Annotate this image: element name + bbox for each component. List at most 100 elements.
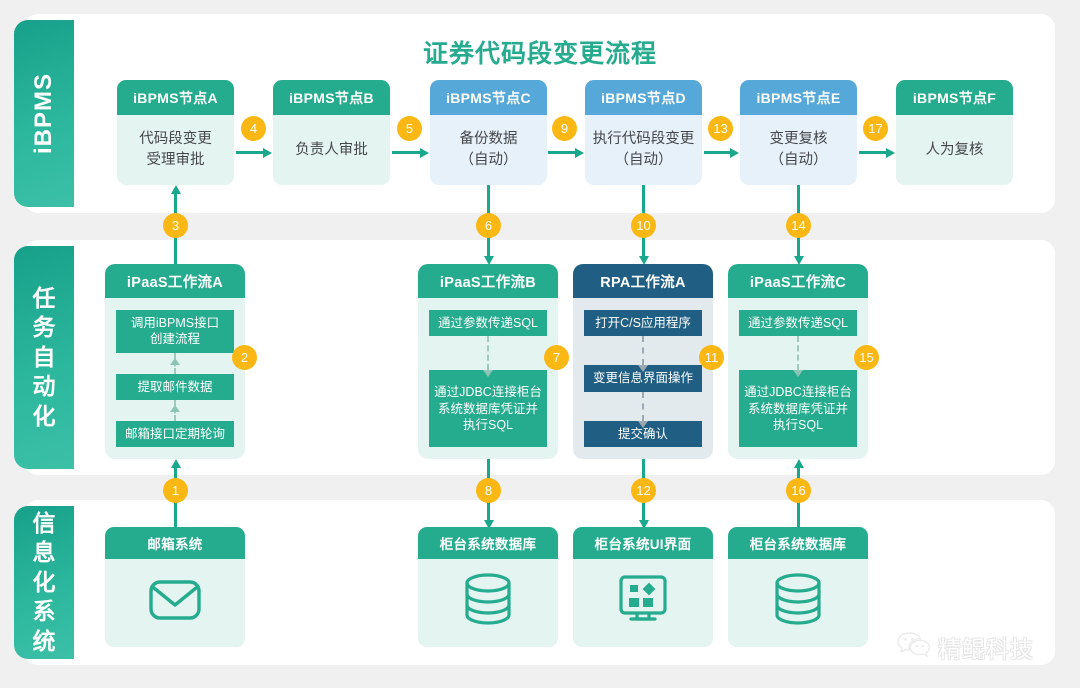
ibpms-node-d[interactable]: iBPMS节点D 执行代码段变更（自动） <box>585 80 702 185</box>
workflow-step[interactable]: 通过JDBC连接柜台系统数据库凭证并执行SQL <box>739 370 857 447</box>
workflow-step[interactable]: 提取邮件数据 <box>116 373 234 400</box>
arrowhead-c-to-d <box>575 147 584 158</box>
database-icon <box>460 572 516 634</box>
badge-2: 2 <box>232 345 257 370</box>
workflow-step[interactable]: 通过参数传递SQL <box>739 310 857 337</box>
badge-5: 5 <box>397 116 422 141</box>
lane-label-automation: 任务自动化 <box>14 246 74 469</box>
step-connector-down-icon <box>638 336 648 373</box>
arrowhead-mail-to-ipaas-a <box>170 459 181 468</box>
system-counter-db-1[interactable]: 柜台系统数据库 <box>418 527 558 647</box>
system-counter-db-1-header: 柜台系统数据库 <box>418 527 558 559</box>
arrowhead-ibpms-c-to-ipaas-b <box>483 256 494 265</box>
arrowhead-a-to-b <box>263 147 272 158</box>
system-mail[interactable]: 邮箱系统 <box>105 527 245 647</box>
workflow-step[interactable]: 通过参数传递SQL <box>429 310 547 337</box>
workflow-ipaas-b[interactable]: iPaaS工作流B 通过参数传递SQL 通过JDBC连接柜台系统数据库凭证并执行… <box>418 264 558 459</box>
ibpms-node-f[interactable]: iBPMS节点F 人为复核 <box>896 80 1013 185</box>
ibpms-node-f-header: iBPMS节点F <box>896 80 1013 115</box>
system-mail-body <box>105 559 245 647</box>
ibpms-node-b-header: iBPMS节点B <box>273 80 390 115</box>
arrowhead-d-to-e <box>730 147 739 158</box>
connector-b-to-c <box>392 151 421 154</box>
lane-label-information-text: 信息化系统 <box>32 509 56 654</box>
ibpms-node-b-body: 负责人审批 <box>273 115 390 185</box>
ibpms-node-e-header: iBPMS节点E <box>740 80 857 115</box>
page-title: 证券代码段变更流程 <box>422 40 657 68</box>
step-connector-down-icon <box>483 336 493 378</box>
ibpms-node-c-header: iBPMS节点C <box>430 80 547 115</box>
ibpms-node-c[interactable]: iBPMS节点C 备份数据（自动） <box>430 80 547 185</box>
system-counter-ui-header: 柜台系统UI界面 <box>573 527 713 559</box>
workflow-ipaas-a[interactable]: iPaaS工作流A 调用iBPMS接口创建流程 提取邮件数据 邮箱接口定期轮询 <box>105 264 245 459</box>
arrowhead-ipaas-a-to-ibpms-a <box>170 185 181 194</box>
badge-12: 12 <box>631 478 656 503</box>
connector-c-to-d <box>548 151 576 154</box>
arrowhead-ipaas-b-to-counter-db <box>483 520 494 529</box>
watermark: 精鲲科技 <box>897 630 1034 664</box>
badge-9: 9 <box>552 116 577 141</box>
connector-e-to-f <box>859 151 887 154</box>
ibpms-node-c-body: 备份数据（自动） <box>430 115 547 185</box>
workflow-step[interactable]: 邮箱接口定期轮询 <box>116 420 234 447</box>
badge-4: 4 <box>241 116 266 141</box>
ibpms-node-a-header: iBPMS节点A <box>117 80 234 115</box>
workflow-ipaas-b-steps: 通过参数传递SQL 通过JDBC连接柜台系统数据库凭证并执行SQL <box>418 298 558 459</box>
badge-1: 1 <box>163 478 188 503</box>
system-counter-db-2-header: 柜台系统数据库 <box>728 527 868 559</box>
system-counter-db-2[interactable]: 柜台系统数据库 <box>728 527 868 647</box>
ibpms-node-a[interactable]: iBPMS节点A 代码段变更受理审批 <box>117 80 234 185</box>
badge-17: 17 <box>863 116 888 141</box>
lane-label-automation-text: 任务自动化 <box>32 284 56 429</box>
badge-6: 6 <box>476 213 501 238</box>
database-icon <box>770 572 826 634</box>
ibpms-node-d-header: iBPMS节点D <box>585 80 702 115</box>
badge-13: 13 <box>708 116 733 141</box>
ibpms-node-e[interactable]: iBPMS节点E 变更复核（自动） <box>740 80 857 185</box>
arrowhead-ibpms-e-to-ipaas-c <box>793 256 804 265</box>
workflow-ipaas-a-header: iPaaS工作流A <box>105 264 245 298</box>
workflow-rpa-a-header: RPA工作流A <box>573 264 713 298</box>
arrowhead-rpa-a-to-counter-ui <box>638 520 649 529</box>
arrowhead-counter-db-to-ipaas-c <box>793 459 804 468</box>
workflow-ipaas-c-header: iPaaS工作流C <box>728 264 868 298</box>
system-mail-header: 邮箱系统 <box>105 527 245 559</box>
ibpms-node-a-body: 代码段变更受理审批 <box>117 115 234 185</box>
workflow-step[interactable]: 调用iBPMS接口创建流程 <box>116 310 234 353</box>
lane-label-ibpms-text: iBPMS <box>30 72 57 154</box>
badge-7: 7 <box>544 345 569 370</box>
lane-label-ibpms: iBPMS <box>14 20 74 207</box>
ibpms-node-e-body: 变更复核（自动） <box>740 115 857 185</box>
badge-8: 8 <box>476 478 501 503</box>
badge-16: 16 <box>786 478 811 503</box>
ibpms-node-b[interactable]: iBPMS节点B 负责人审批 <box>273 80 390 185</box>
workflow-step[interactable]: 通过JDBC连接柜台系统数据库凭证并执行SQL <box>429 370 547 447</box>
connector-a-to-b <box>236 151 264 154</box>
connector-d-to-e <box>704 151 731 154</box>
workflow-rpa-a[interactable]: RPA工作流A 打开C/S应用程序 变更信息界面操作 提交确认 <box>573 264 713 459</box>
workflow-step[interactable]: 打开C/S应用程序 <box>584 310 702 337</box>
workflow-ipaas-b-header: iPaaS工作流B <box>418 264 558 298</box>
badge-15: 15 <box>854 345 879 370</box>
step-connector-up-icon <box>170 399 180 421</box>
arrowhead-b-to-c <box>420 147 429 158</box>
system-counter-db-1-body <box>418 559 558 647</box>
workflow-rpa-a-steps: 打开C/S应用程序 变更信息界面操作 提交确认 <box>573 298 713 459</box>
system-counter-ui[interactable]: 柜台系统UI界面 <box>573 527 713 647</box>
arrowhead-e-to-f <box>886 147 895 158</box>
badge-14: 14 <box>786 213 811 238</box>
step-connector-up-icon <box>170 352 180 374</box>
workflow-ipaas-a-steps: 调用iBPMS接口创建流程 提取邮件数据 邮箱接口定期轮询 <box>105 298 245 459</box>
badge-11: 11 <box>699 345 724 370</box>
wechat-icon <box>897 631 931 664</box>
lane-label-information: 信息化系统 <box>14 506 74 659</box>
workflow-ipaas-c[interactable]: iPaaS工作流C 通过参数传递SQL 通过JDBC连接柜台系统数据库凭证并执行… <box>728 264 868 459</box>
system-counter-db-2-body <box>728 559 868 647</box>
system-counter-ui-body <box>573 559 713 647</box>
arrowhead-ibpms-d-to-rpa-a <box>638 256 649 265</box>
ibpms-node-f-body: 人为复核 <box>896 115 1013 185</box>
step-connector-down-icon <box>638 391 648 428</box>
workflow-ipaas-c-steps: 通过参数传递SQL 通过JDBC连接柜台系统数据库凭证并执行SQL <box>728 298 868 459</box>
ui-screen-icon <box>615 573 671 633</box>
